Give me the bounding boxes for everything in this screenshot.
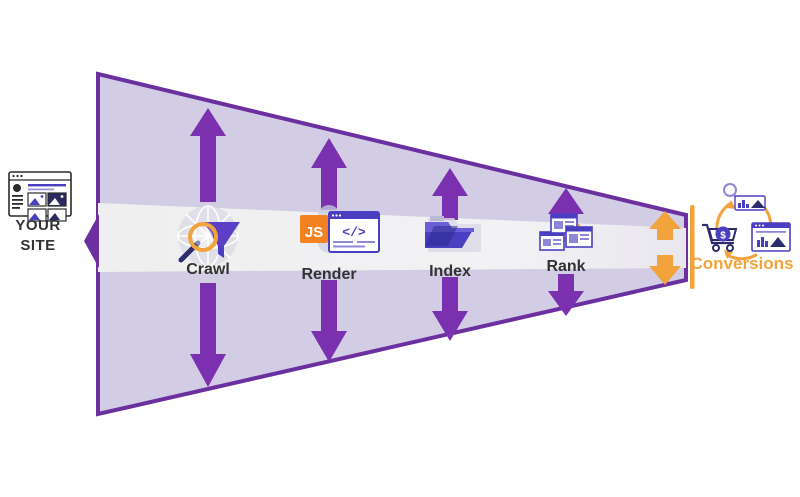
conversions-divider-bar	[690, 205, 695, 289]
stage-label-index: Index	[429, 263, 471, 280]
arrow-down-crawl	[190, 283, 226, 387]
your-site-label-line2: SITE	[20, 237, 56, 255]
globe-magnifier-funnel-icon	[177, 205, 240, 267]
arrow-up-conversions	[649, 211, 681, 240]
arrow-down-rank	[548, 274, 584, 316]
conversion-arrows	[649, 211, 681, 285]
funnel-center-band	[98, 203, 686, 272]
stage-label-crawl: Crawl	[186, 261, 230, 278]
arrow-up-crawl	[190, 108, 226, 202]
funnel-shape	[84, 71, 695, 417]
website-layout-icon	[8, 171, 72, 222]
svg-text:$: $	[720, 231, 726, 242]
arrow-down-conversions	[649, 255, 681, 285]
site-entry-chevron	[84, 214, 99, 268]
js-code-window-icon: JS </>	[300, 205, 380, 253]
ranking-windows-chart-icon	[539, 213, 593, 251]
arrow-up-render	[311, 138, 347, 210]
stage-label-rank: Rank	[546, 258, 586, 275]
stage-label-render: Render	[301, 266, 357, 283]
arrow-down-index	[432, 277, 468, 341]
conversion-cycle-icon: $	[701, 183, 791, 261]
search-analytics-icon	[723, 183, 766, 211]
analytics-window-icon	[751, 222, 791, 252]
pressure-arrows-down	[190, 274, 584, 387]
your-site-label-line1: YOUR	[15, 217, 61, 234]
arrow-up-index	[432, 168, 468, 220]
conversions-label: Conversions	[690, 254, 794, 273]
your-site-label: YOUR SITE	[15, 216, 60, 257]
svg-text:</>: </>	[342, 225, 366, 240]
arrow-down-render	[311, 280, 347, 362]
svg-text:JS: JS	[305, 224, 323, 241]
folder-files-icon	[425, 216, 481, 252]
shopping-cart-icon: $	[701, 223, 738, 252]
